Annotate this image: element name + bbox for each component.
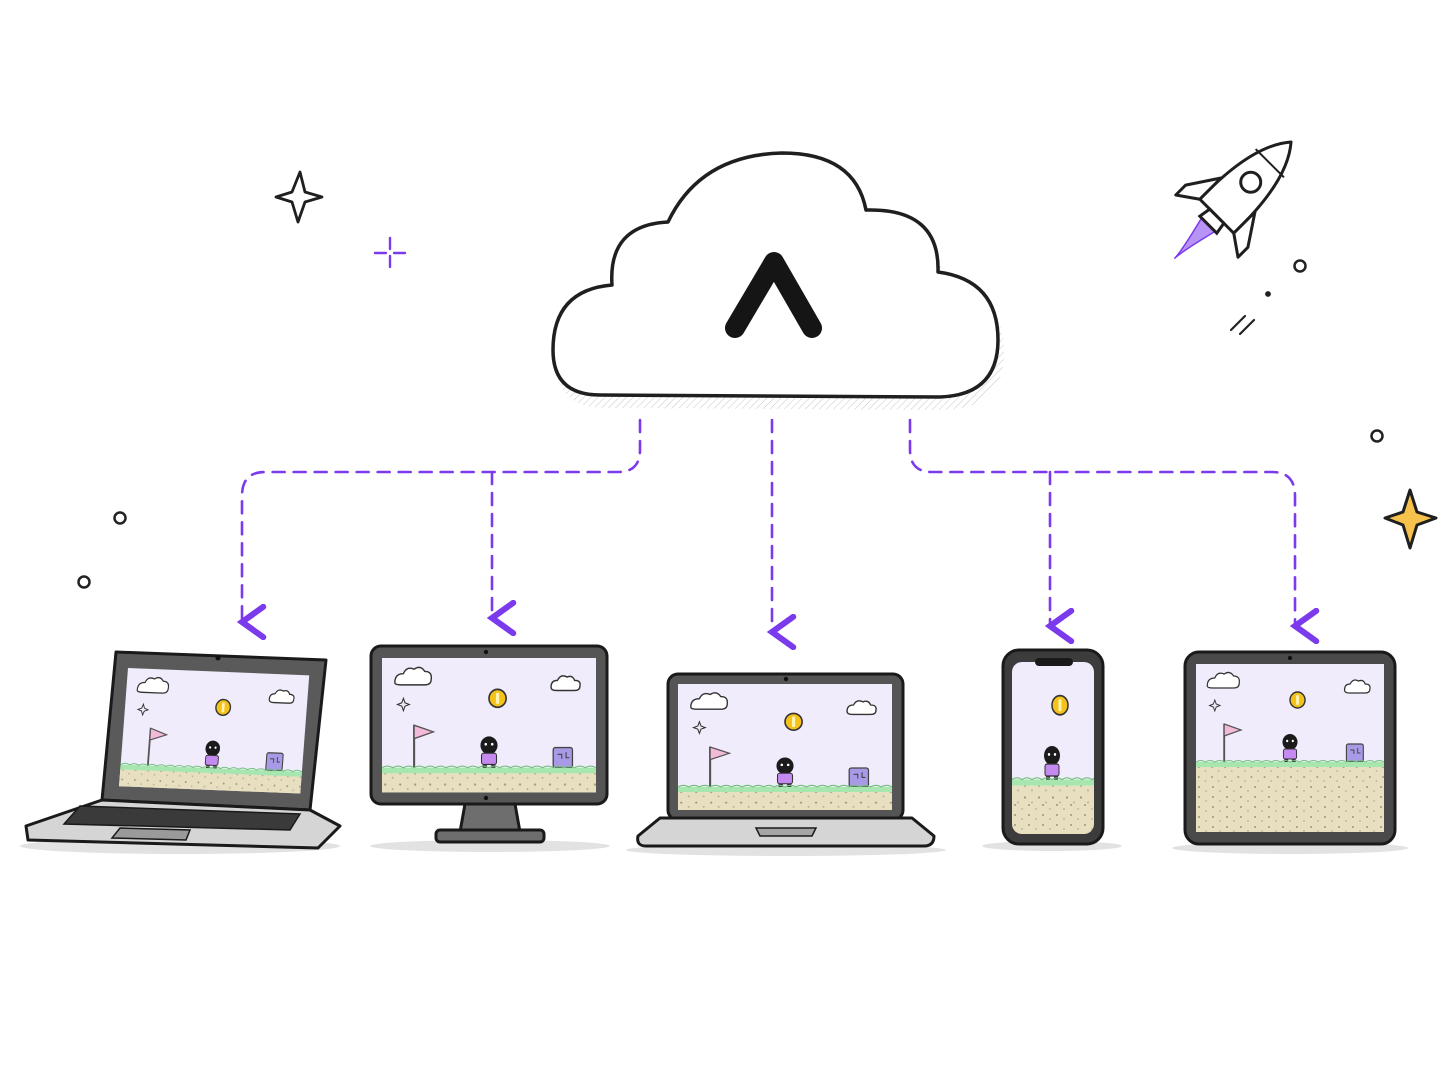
laptop-angled-screen — [118, 667, 311, 795]
device-laptop-front — [626, 672, 946, 856]
circle-dot-icon — [1293, 259, 1307, 273]
smartphone-screen — [1012, 662, 1094, 834]
circle-dot-icon — [1370, 429, 1384, 443]
plus-sparkle-icon — [373, 236, 407, 269]
connector-lines — [236, 418, 1320, 651]
device-tablet — [1172, 650, 1408, 854]
speed-lines — [1229, 291, 1271, 336]
rocket-icon — [1173, 140, 1293, 260]
laptop-front-screen — [676, 682, 894, 812]
cloud-hub — [551, 151, 1004, 410]
caret-up-logo-icon — [725, 252, 822, 338]
connector-to-laptop-angled — [236, 418, 642, 641]
device-smartphone — [982, 648, 1122, 851]
sparkle-icon — [274, 170, 324, 224]
desktop-monitor-screen — [380, 656, 598, 794]
tablet-screen — [1195, 663, 1385, 832]
device-laptop-angled — [20, 650, 342, 854]
circle-dot-icon — [113, 511, 127, 525]
connector-to-tablet — [908, 418, 1320, 645]
device-desktop-monitor — [369, 644, 610, 852]
gold-star-icon — [1383, 488, 1438, 550]
circle-dot-icon — [77, 575, 91, 589]
